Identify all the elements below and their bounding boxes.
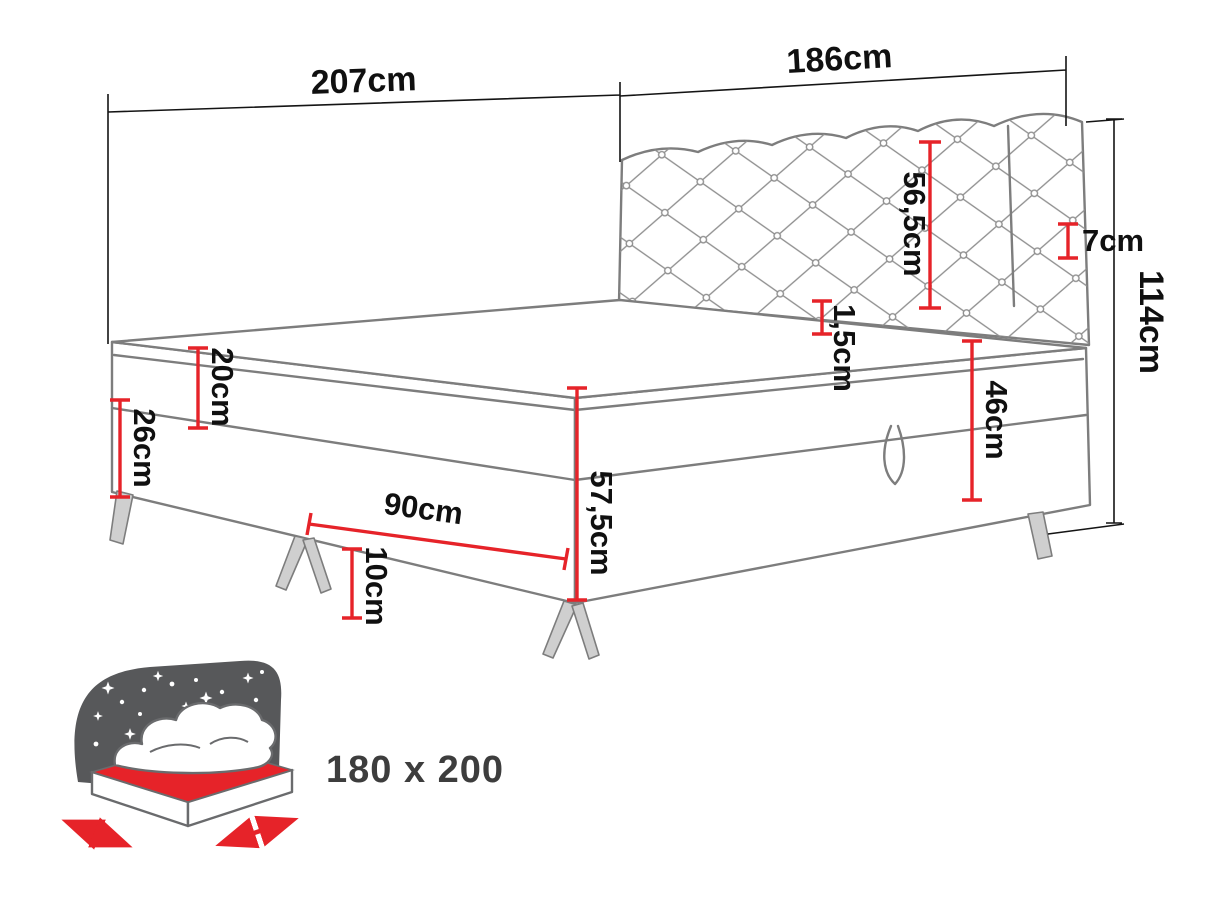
icon-duvet [113, 701, 277, 775]
label-leg-height: 10cm [359, 546, 394, 625]
size-badge: 180 x 200 [61, 660, 504, 850]
bed-leg-mid-a [275, 535, 309, 591]
label-headboard-height: 56,5cm [897, 171, 932, 276]
label-total-height: 114cm [1132, 270, 1170, 374]
star-dot [260, 670, 264, 674]
dim-line-topper-gap [812, 299, 832, 336]
black-dimensions: 207cm 186cm 114cm 7cm [107, 37, 1170, 535]
dim-line-headboard-thickness [1058, 222, 1078, 260]
dim-line-total-width [107, 82, 621, 344]
dim-line-storage-width [305, 512, 570, 571]
star-dot [253, 697, 259, 703]
star-dot [119, 699, 125, 705]
dim-line-side-height [962, 339, 982, 502]
headboard-tufting [619, 113, 1089, 346]
dim-line-headboard-height [919, 140, 941, 310]
star-dot [109, 665, 115, 671]
star-icon [152, 670, 164, 682]
bed-leg-left [109, 490, 134, 545]
dim-line-leg-height [342, 547, 362, 620]
bed-leg-corner-a [542, 600, 578, 659]
label-headboard-thickness: 7cm [1082, 223, 1144, 258]
dim-line-mattress-height [188, 346, 208, 430]
dim-line-headboard-width [619, 56, 1067, 126]
star-icon [101, 681, 115, 695]
label-side-height: 46cm [979, 380, 1014, 459]
star-dot [138, 712, 142, 716]
mattress-top [110, 298, 1088, 400]
headboard-wing-seam [1006, 124, 1016, 308]
dim-line-lower-box-height [110, 398, 130, 499]
dim-line-base-corner-height [567, 386, 587, 602]
label-topper-gap: 1,5cm [827, 304, 862, 392]
red-dimensions: 56,5cm 20cm 26cm 1,5cm 46cm 90cm 57,5cm … [110, 140, 1078, 626]
label-base-corner-height: 57,5cm [584, 470, 619, 575]
base-seam [110, 406, 1088, 482]
label-total-width: 207cm [310, 60, 417, 102]
star-dot [93, 741, 99, 747]
icon-duvet-folds [149, 736, 249, 753]
star-icon [199, 691, 213, 705]
star-icon [124, 728, 136, 740]
drawer-handle [883, 424, 906, 486]
bed-leg-mid-b [302, 537, 332, 594]
label-headboard-width: 186cm [785, 37, 893, 81]
bed-leg-right [1027, 511, 1053, 560]
star-dot [141, 687, 147, 693]
dim-line-total-height [1047, 118, 1125, 535]
badge-size-label: 180 x 200 [326, 749, 504, 791]
star-icon [93, 711, 103, 721]
star-dot [219, 689, 225, 695]
label-lower-box-height: 26cm [127, 408, 162, 487]
bed-drawing [109, 112, 1092, 660]
length-arrow-icon [215, 815, 299, 849]
bed-leg-corner-b [571, 602, 600, 660]
label-mattress-height: 20cm [205, 347, 240, 426]
star-dot [169, 681, 175, 687]
mattress-piping [112, 353, 1085, 412]
width-arrow-icon [61, 817, 133, 850]
star-dot [194, 678, 198, 682]
star-icon [242, 672, 254, 684]
